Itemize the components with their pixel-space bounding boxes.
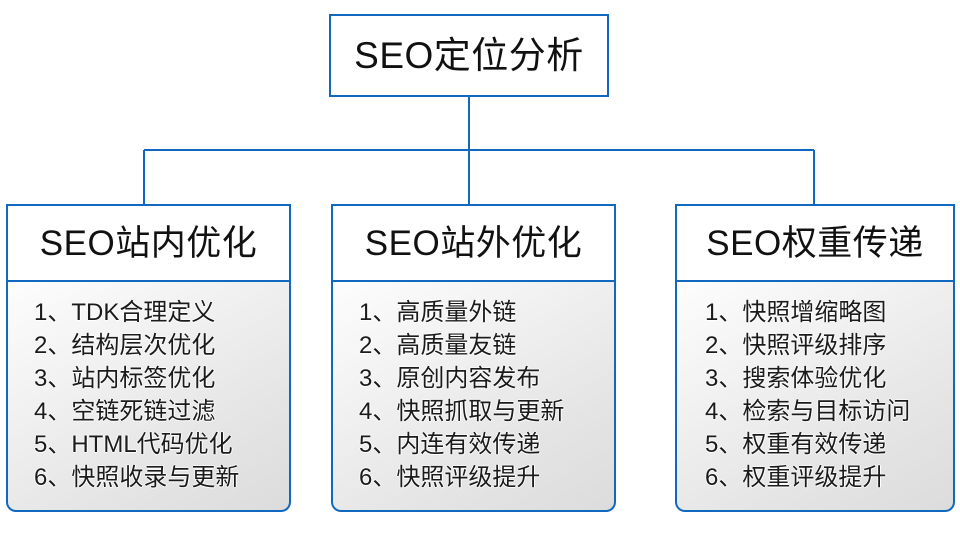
- list-item: 1、TDK合理定义: [34, 299, 216, 326]
- branch-body-2: 1、高质量外链 2、高质量友链 3、原创内容发布 4、快照抓取与更新 5、内连有…: [331, 282, 616, 512]
- list-item: 4、空链死链过滤: [34, 398, 216, 425]
- branch-body-1: 1、TDK合理定义 2、结构层次优化 3、站内标签优化 4、空链死链过滤 5、H…: [6, 282, 291, 512]
- list-item: 2、结构层次优化: [34, 332, 216, 359]
- list-item: 5、权重有效传递: [705, 431, 887, 458]
- list-item: 6、快照收录与更新: [34, 464, 240, 491]
- branch-column-2[interactable]: SEO站外优化 1、高质量外链 2、高质量友链 3、原创内容发布 4、快照抓取与…: [331, 204, 616, 512]
- root-node[interactable]: SEO定位分析: [329, 14, 609, 97]
- branch-header-label-2: SEO站外优化: [364, 223, 583, 263]
- branch-header-label-3: SEO权重传递: [706, 223, 924, 263]
- list-item: 2、高质量友链: [359, 332, 517, 359]
- list-item: 5、内连有效传递: [359, 431, 541, 458]
- branch-column-3[interactable]: SEO权重传递 1、快照增缩略图 2、快照评级排序 3、搜索体验优化 4、检索与…: [675, 204, 955, 512]
- list-item: 3、站内标签优化: [34, 365, 216, 392]
- branch-column-1[interactable]: SEO站内优化 1、TDK合理定义 2、结构层次优化 3、站内标签优化 4、空链…: [6, 204, 291, 512]
- list-item: 1、快照增缩略图: [705, 299, 887, 326]
- branch-body-3: 1、快照增缩略图 2、快照评级排序 3、搜索体验优化 4、检索与目标访问 5、权…: [675, 282, 955, 512]
- branch-header-1[interactable]: SEO站内优化: [6, 204, 291, 282]
- branch-header-3[interactable]: SEO权重传递: [675, 204, 955, 282]
- list-item: 2、快照评级排序: [705, 332, 887, 359]
- branch-list-2: 1、高质量外链 2、高质量友链 3、原创内容发布 4、快照抓取与更新 5、内连有…: [333, 296, 614, 494]
- list-item: 6、快照评级提升: [359, 464, 541, 491]
- list-item: 3、原创内容发布: [359, 365, 541, 392]
- list-item: 4、快照抓取与更新: [359, 398, 565, 425]
- list-item: 4、检索与目标访问: [705, 398, 911, 425]
- branch-header-2[interactable]: SEO站外优化: [331, 204, 616, 282]
- list-item: 1、高质量外链: [359, 299, 517, 326]
- branch-header-label-1: SEO站内优化: [39, 223, 258, 263]
- list-item: 3、搜索体验优化: [705, 365, 887, 392]
- root-node-label: SEO定位分析: [354, 35, 584, 76]
- list-item: 5、HTML代码优化: [34, 431, 233, 458]
- list-item: 6、权重评级提升: [705, 464, 887, 491]
- branch-list-1: 1、TDK合理定义 2、结构层次优化 3、站内标签优化 4、空链死链过滤 5、H…: [8, 296, 289, 494]
- branch-list-3: 1、快照增缩略图 2、快照评级排序 3、搜索体验优化 4、检索与目标访问 5、权…: [677, 296, 953, 494]
